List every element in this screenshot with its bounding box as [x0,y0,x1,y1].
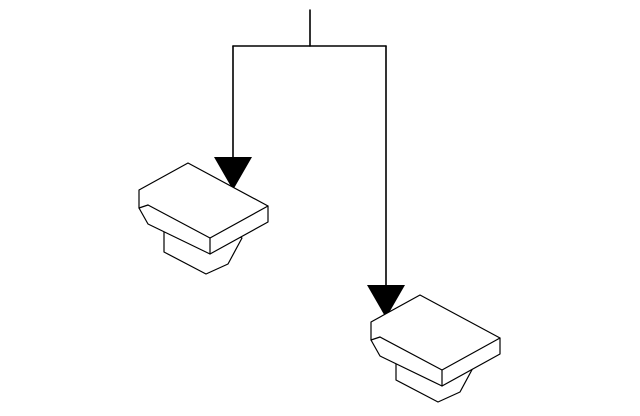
clip-head [370,294,501,387]
clip-icon [138,162,269,275]
clip-part-left [138,162,269,275]
arrowhead-left [214,157,252,190]
clip-head-step [370,336,381,341]
clip-head [138,162,269,255]
leader-lines [232,9,387,289]
clip-head-step [138,204,149,209]
clip-icon [370,294,501,403]
clip-part-right [370,294,501,403]
arrowhead-right [367,285,405,318]
